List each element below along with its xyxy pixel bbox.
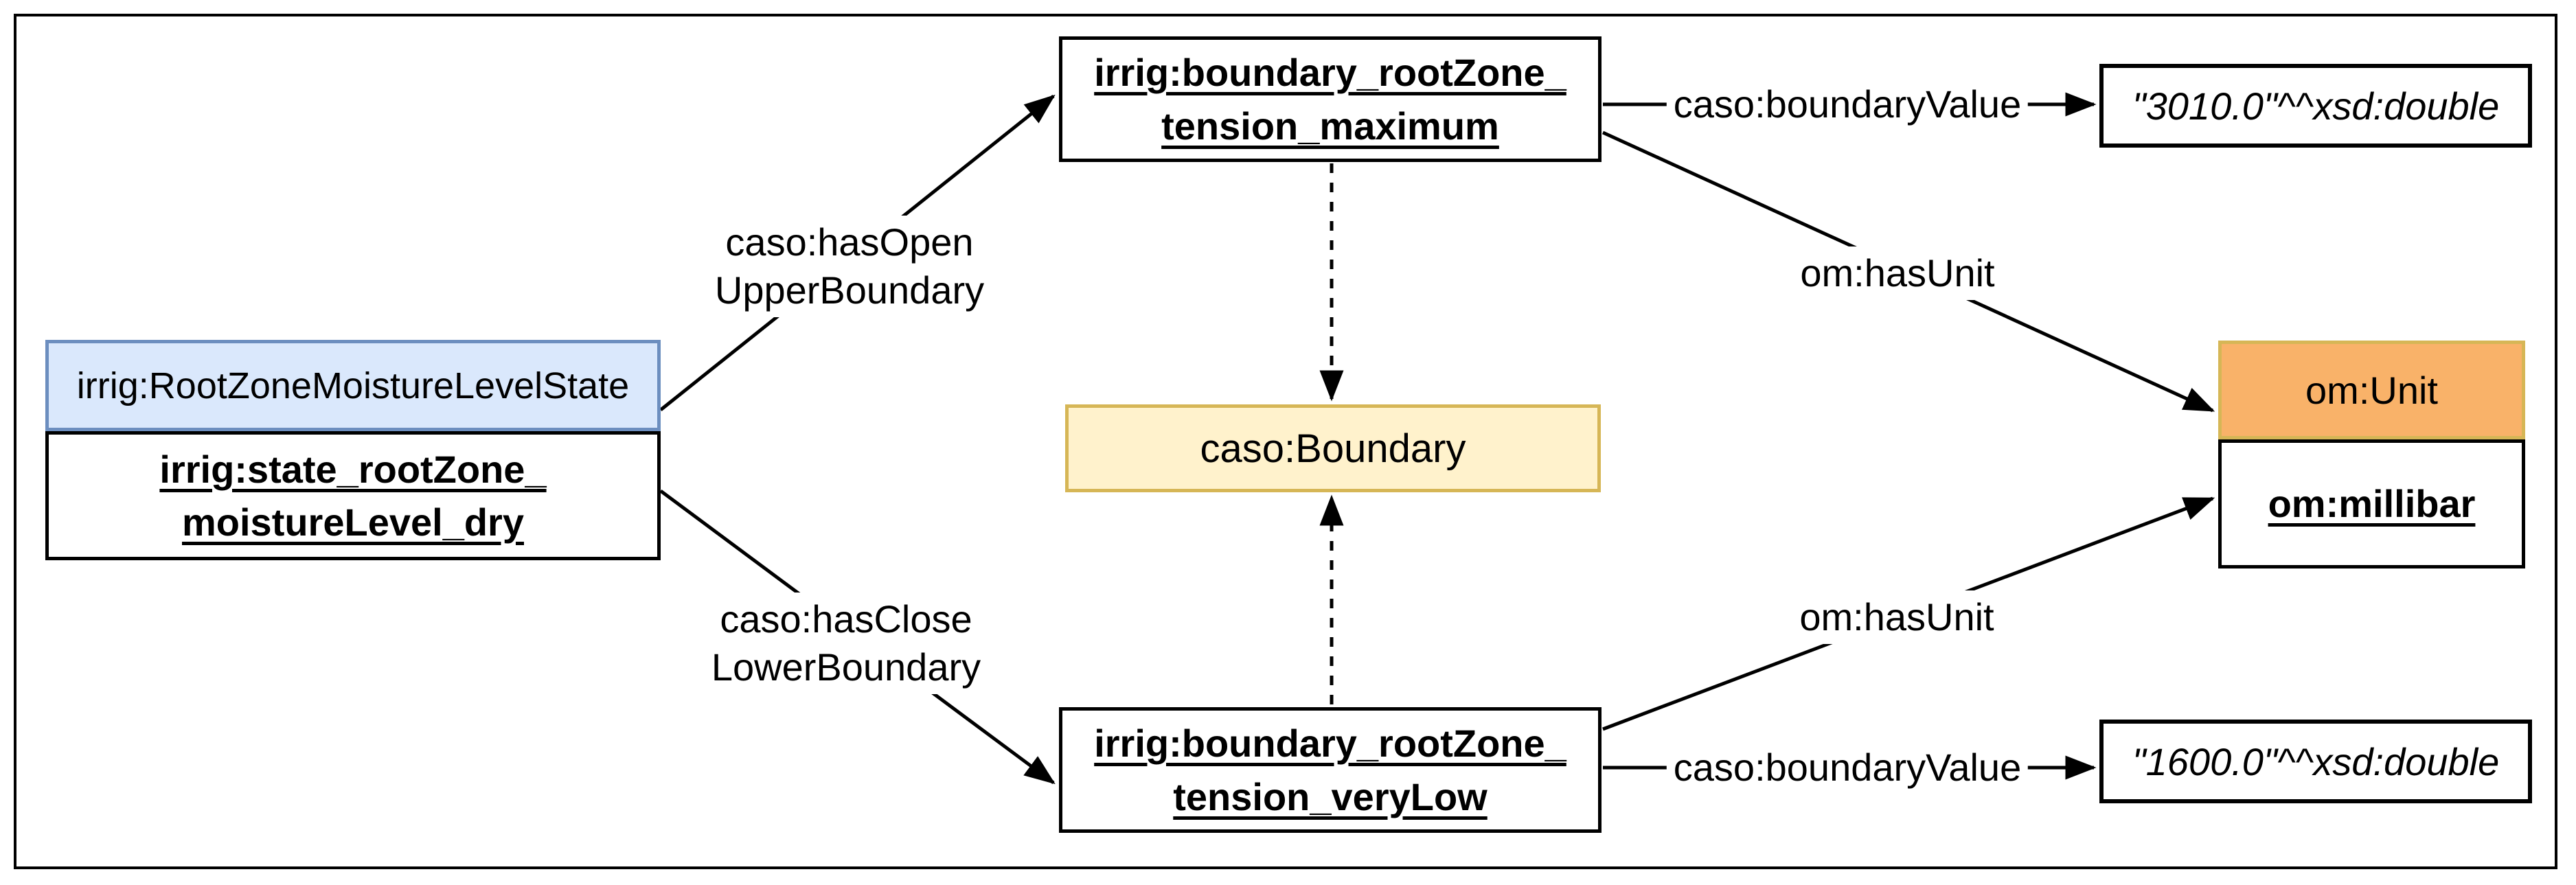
node-boundary-rootzone-tension-verylow: irrig:boundary_rootZone_ tension_veryLow (1059, 707, 1602, 833)
node-caso-boundary: caso:Boundary (1065, 404, 1601, 492)
class-text: caso:Boundary (1200, 426, 1466, 471)
node-rootzone-moisture-level-state: irrig:RootZoneMoistureLevelState irrig:s… (45, 340, 661, 560)
edge-label-text: caso:boundaryValue (1673, 746, 2022, 789)
instance-om-millibar: om:millibar (2218, 439, 2525, 568)
class-text: irrig:RootZoneMoistureLevelState (76, 365, 630, 406)
edge-label-line1: caso:hasClose (720, 597, 972, 641)
edge-label-has-close-lower-boundary: caso:hasClose LowerBoundary (704, 593, 988, 694)
edge-label-line2: LowerBoundary (711, 645, 981, 689)
edge-label-boundary-value-top: caso:boundaryValue (1666, 78, 2029, 131)
literal-text: "1600.0"^^xsd:double (2132, 739, 2500, 783)
instance-text-line2: moistureLevel_dry (182, 501, 524, 544)
class-label-om-unit: om:Unit (2218, 341, 2525, 439)
node-boundary-rootzone-tension-maximum: irrig:boundary_rootZone_ tension_maximum (1059, 36, 1602, 162)
class-label-rootzone-moisture-level-state: irrig:RootZoneMoistureLevelState (45, 340, 661, 431)
edge-label-text: om:hasUnit (1799, 595, 1994, 639)
edge-label-boundary-value-bottom: caso:boundaryValue (1666, 741, 2029, 794)
diagram-outer-border (14, 14, 2557, 869)
edge-label-line2: UpperBoundary (714, 268, 985, 312)
edge-label-text: om:hasUnit (1800, 251, 1995, 295)
instance-state-rootzone-moisturelevel-dry: irrig:state_rootZone_ moistureLevel_dry (45, 431, 661, 560)
edge-label-has-open-upper-boundary: caso:hasOpen UpperBoundary (707, 216, 992, 317)
instance-text: om:millibar (2268, 482, 2476, 526)
instance-text-line1: irrig:state_rootZone_ (159, 447, 547, 491)
edge-label-text: caso:boundaryValue (1673, 82, 2022, 126)
instance-text-line1: irrig:boundary_rootZone_ (1094, 722, 1566, 766)
literal-text: "3010.0"^^xsd:double (2132, 84, 2500, 128)
edge-label-has-unit-top: om:hasUnit (1793, 246, 2002, 300)
edge-label-has-unit-bottom: om:hasUnit (1792, 590, 2001, 644)
class-text: om:Unit (2305, 368, 2438, 412)
instance-text-line2: tension_veryLow (1173, 774, 1488, 818)
instance-text-line2: tension_maximum (1161, 104, 1499, 148)
node-literal-3010-double: "3010.0"^^xsd:double (2099, 64, 2532, 148)
node-om-unit: om:Unit om:millibar (2218, 341, 2525, 568)
node-literal-1600-double: "1600.0"^^xsd:double (2099, 720, 2532, 803)
edge-label-line1: caso:hasOpen (725, 220, 974, 264)
instance-text-line1: irrig:boundary_rootZone_ (1094, 51, 1566, 95)
